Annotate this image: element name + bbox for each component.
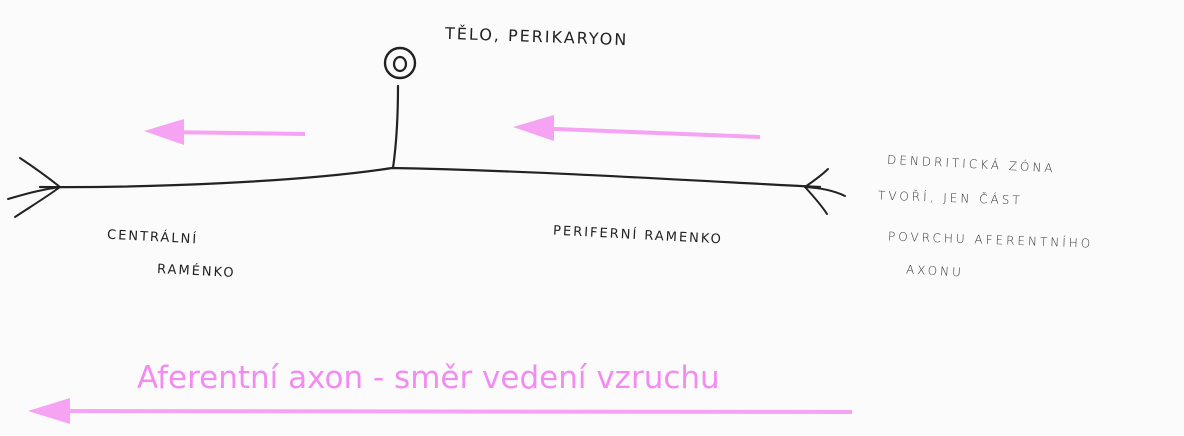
soma-stem xyxy=(393,86,398,168)
caption-text: Aferentní axon - směr vedení vzruchu xyxy=(137,360,720,396)
peripheral-arrow xyxy=(513,115,760,141)
caption-arrow xyxy=(28,398,852,424)
dendritic-label-line4: AXONU xyxy=(906,262,965,279)
axon-line xyxy=(40,168,820,187)
central-terminal-branches xyxy=(8,158,60,217)
dendritic-branches xyxy=(805,169,845,214)
soma-cell-body xyxy=(385,48,415,78)
central-arrow xyxy=(144,119,305,145)
